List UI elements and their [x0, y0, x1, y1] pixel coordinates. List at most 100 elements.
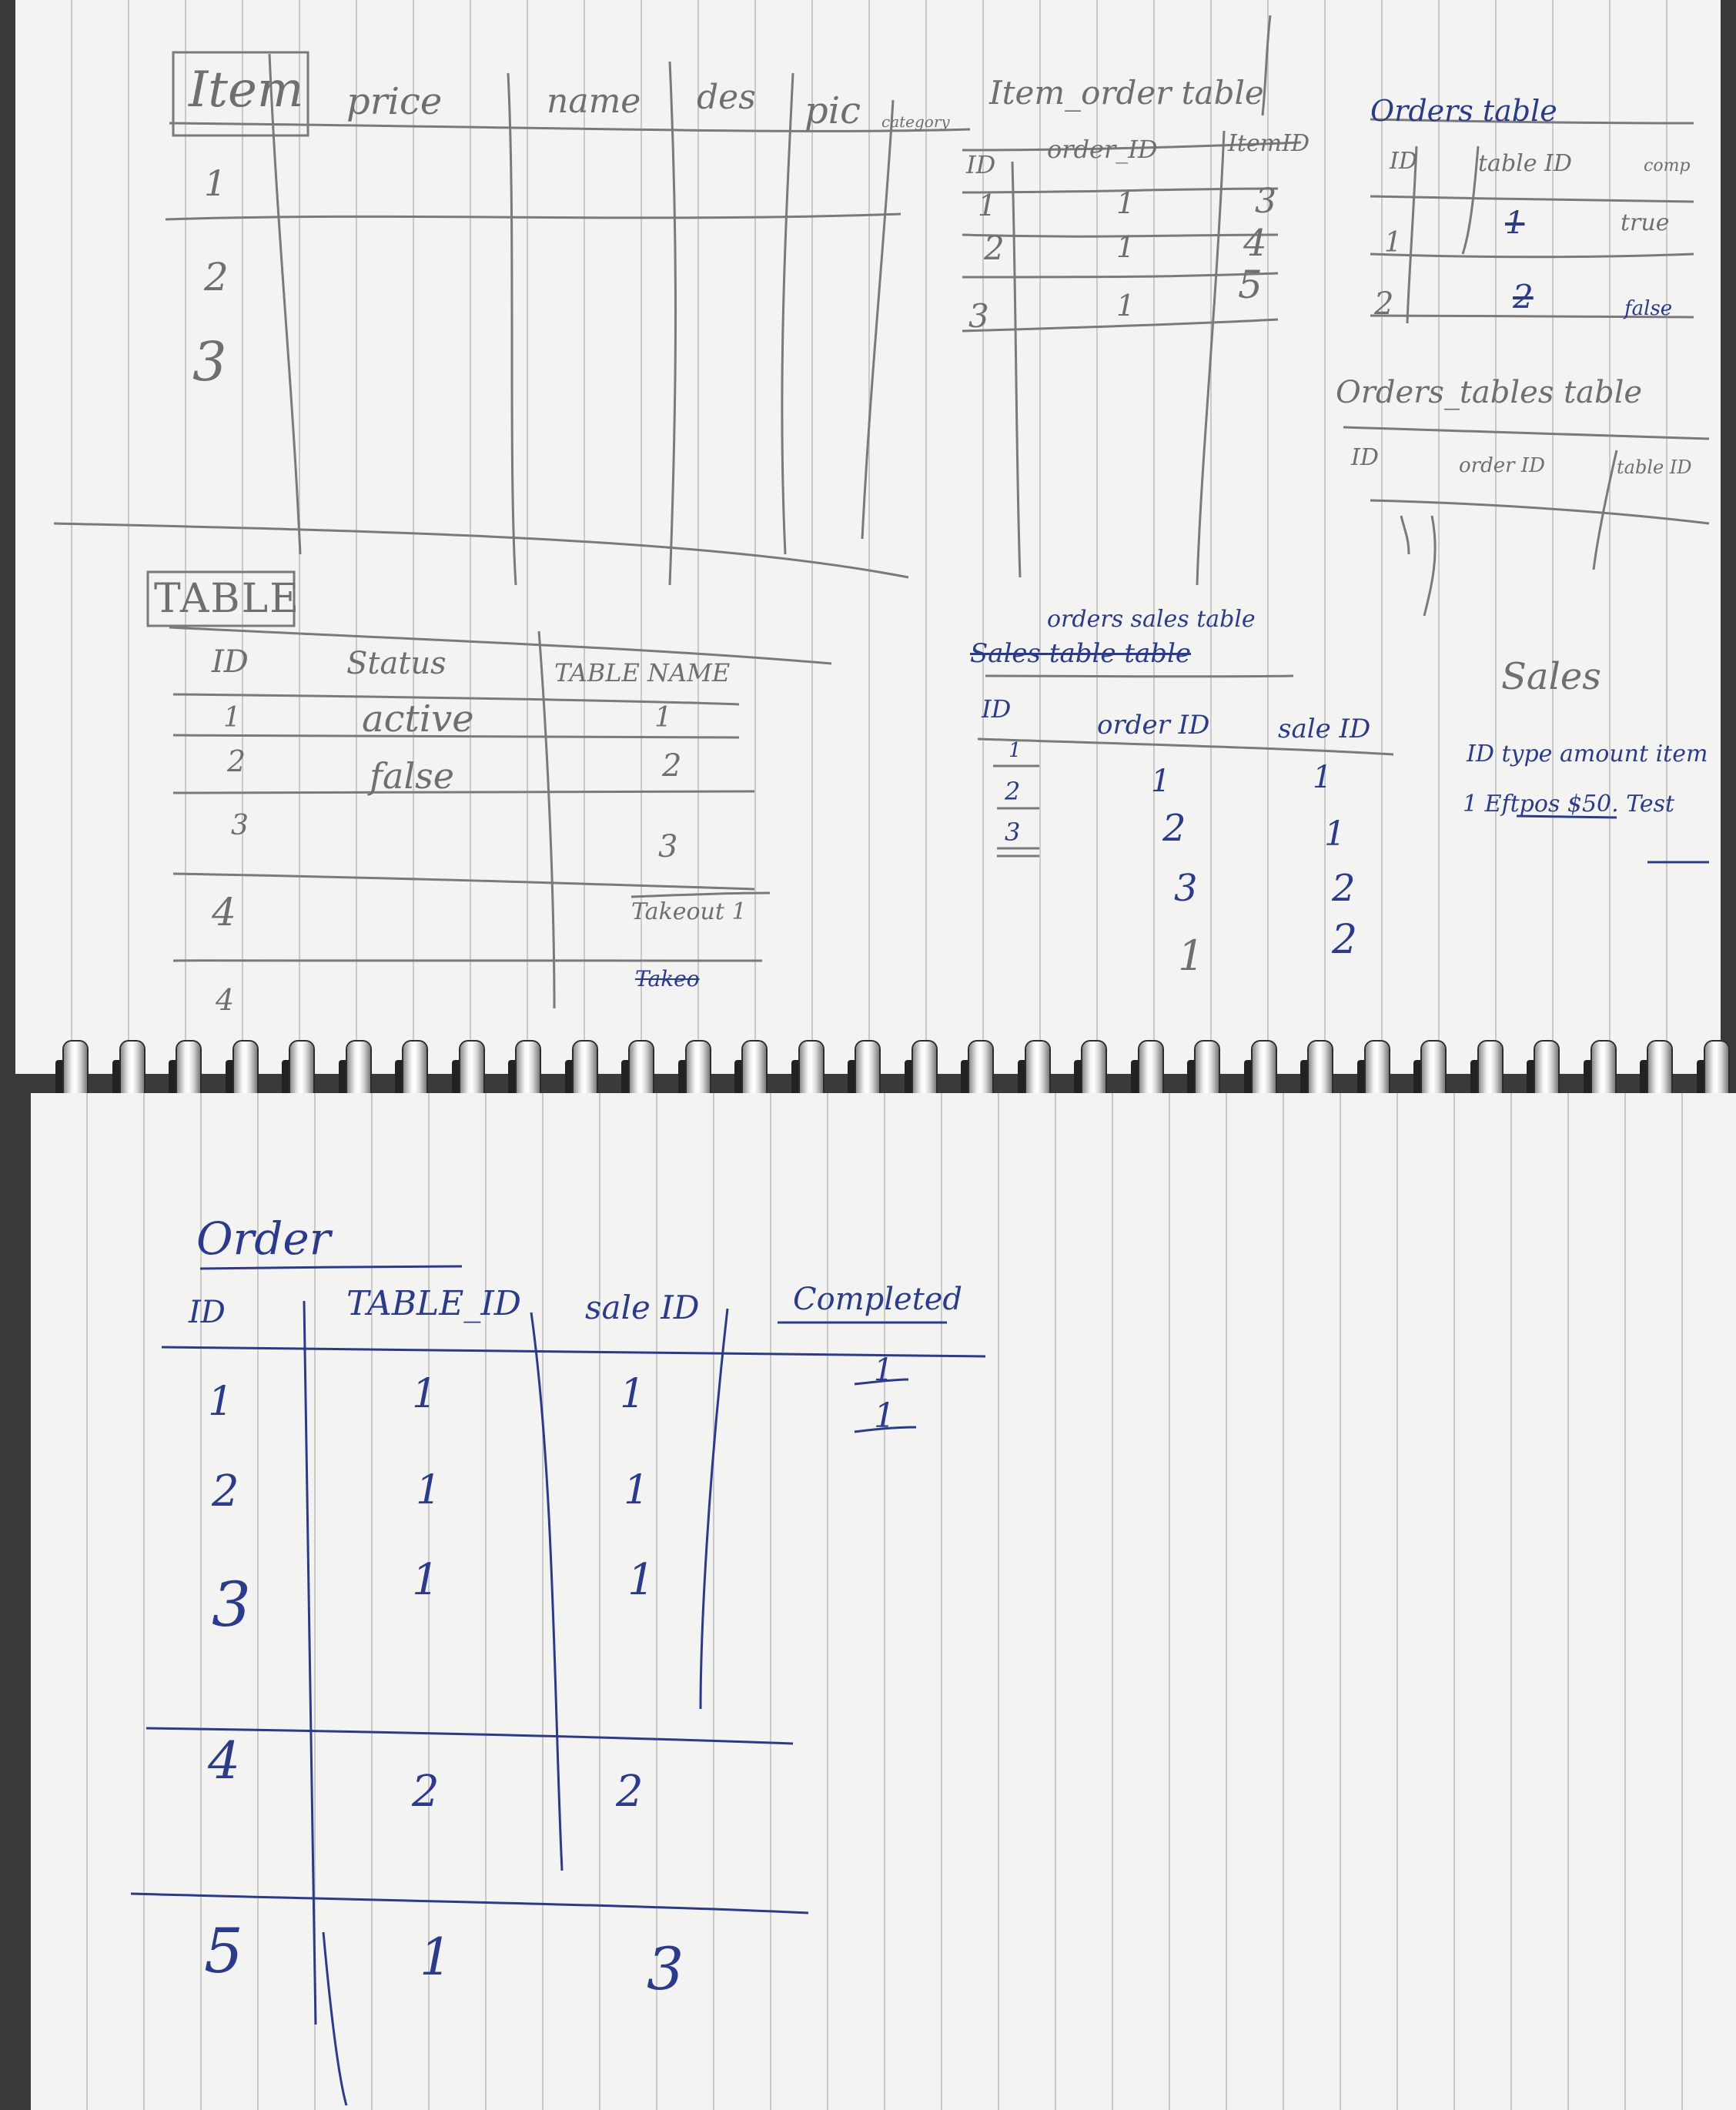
table-r3-id: 3 — [231, 810, 249, 841]
order-title: Order — [196, 1212, 331, 1265]
order-r2-id: 2 — [212, 1466, 239, 1516]
orders-sales-r3-order: 3 — [1174, 867, 1198, 910]
orders-sales-r1-sale: 1 — [1313, 760, 1333, 795]
item-order-title: Item_order table — [989, 74, 1264, 112]
io-header-line — [962, 141, 1302, 152]
order-r1-table: 1 — [412, 1371, 438, 1417]
item-header-item: Item — [189, 62, 304, 119]
io-r2-id: 2 — [984, 229, 1005, 267]
io-col-divider-1 — [1011, 161, 1022, 578]
notebook-page-top: Item price name des pic category 1 2 3 I… — [15, 0, 1721, 1074]
io-r1-id: 1 — [978, 189, 997, 222]
order-r1-id: 1 — [208, 1379, 234, 1425]
orders-tables-header-order-id: order ID — [1459, 454, 1545, 477]
orders-sales-extra-sale: 2 — [1332, 917, 1358, 963]
io-r3-order: 1 — [1116, 289, 1136, 323]
io-r2-order: 1 — [1116, 230, 1136, 264]
item-col-divider-4 — [781, 72, 794, 555]
orders-top-r2-comp: false — [1624, 297, 1673, 320]
table-header-table-name: TABLE NAME — [554, 658, 731, 687]
io-header-id: ID — [966, 150, 996, 179]
orders-sales-r2-id: 2 — [1005, 777, 1021, 806]
orders-top-r2-id: 2 — [1374, 286, 1394, 322]
order-r1-completed: 1 — [874, 1353, 894, 1388]
order-r5-sale: 3 — [647, 1934, 684, 2003]
io-r1-item: 3 — [1255, 182, 1276, 221]
table-r2-name: 2 — [662, 748, 682, 784]
sales-row: 1 Eftpos $50. Test — [1463, 791, 1675, 818]
orders-tables-header-table-id: table ID — [1617, 456, 1692, 478]
orders-sales-r2-sale: 1 — [1324, 814, 1346, 854]
order-title-underline — [199, 1265, 463, 1270]
sales-header: ID type amount item — [1467, 741, 1708, 767]
orders-tables-header-id: ID — [1351, 444, 1379, 471]
orders-top-header-table-id: table ID — [1478, 150, 1572, 177]
io-header-item-id: ItemID — [1228, 130, 1310, 157]
item-header-price: price — [346, 80, 443, 123]
orders-sales-r3-sale: 2 — [1332, 867, 1356, 910]
top-page-sketch-lines — [53, 15, 1710, 1009]
item-row-id-3: 3 — [192, 330, 227, 393]
orders-top-header-comp: comp — [1644, 156, 1691, 176]
order-col-divider-3 — [699, 1308, 729, 1710]
orders-sales-r3-id: 3 — [1005, 818, 1021, 847]
notebook-page-bottom: Order ID TABLE_ID sale ID Completed 1 1 … — [31, 1093, 1736, 2110]
table-r2-status: false — [370, 755, 454, 797]
item-row-id-2: 2 — [204, 255, 229, 299]
table-r1-status: active — [362, 697, 474, 741]
item-header-category: category — [881, 112, 950, 131]
order-r4-table: 2 — [412, 1767, 440, 1817]
orders-sales-r1-id: 1 — [1008, 739, 1022, 762]
item-box — [172, 51, 309, 137]
orders-sales-header-sale-id: sale ID — [1278, 714, 1371, 744]
orders-tables-title: Orders_tables table — [1336, 375, 1643, 410]
item-header-pic: pic — [804, 89, 861, 132]
io-r3-id: 3 — [968, 297, 989, 335]
bottom-page-sketch-lines — [130, 1265, 986, 2106]
orders-top-r2-table: 2 — [1513, 278, 1534, 316]
order-row-line-5 — [130, 1892, 809, 1914]
orders-top-title: Orders table — [1370, 94, 1557, 128]
orders-sales-extra-order: 1 — [1178, 931, 1205, 980]
orders-sales-struck-title: Sales table table — [970, 638, 1192, 669]
orders-sales-header-order-id: order ID — [1097, 710, 1210, 741]
orders-top-header-id: ID — [1390, 148, 1417, 175]
io-r2-item: 4 — [1243, 222, 1267, 265]
order-r3-table: 1 — [412, 1555, 440, 1605]
table-r2-id: 2 — [227, 744, 246, 778]
table-r1-id: 1 — [223, 702, 241, 734]
table-struck-takeo: Takeo — [635, 966, 700, 991]
item-header-des: des — [697, 78, 756, 117]
order-r4-sale: 2 — [616, 1767, 644, 1817]
order-header-id: ID — [189, 1295, 226, 1330]
order-header-completed: Completed — [793, 1282, 963, 1317]
io-header-order-id: order_ID — [1047, 135, 1158, 164]
io-r3-item: 5 — [1238, 262, 1263, 307]
order-header-underline — [161, 1346, 986, 1358]
order-header-sale-id: sale ID — [585, 1289, 700, 1326]
table-r4-name: Takeout 1 — [631, 898, 747, 925]
io-r1-order: 1 — [1116, 186, 1136, 220]
item-col-divider-2 — [507, 72, 517, 586]
order-completed-extra: 1 — [874, 1396, 895, 1436]
order-r4-id: 4 — [208, 1731, 240, 1791]
table-title: TABLE — [154, 576, 301, 622]
table-r1-name: 1 — [654, 702, 672, 734]
item-bottom-line — [53, 522, 909, 579]
order-col-divider-1 — [303, 1300, 317, 2025]
order-r2-sale: 1 — [624, 1467, 650, 1513]
orders-sales-header-id: ID — [982, 694, 1012, 724]
orders-sales-title: orders sales table — [1047, 606, 1256, 633]
item-row-id-1: 1 — [204, 162, 227, 204]
table-header-id: ID — [212, 644, 249, 680]
item-row-line — [165, 212, 901, 221]
table-r4-id: 4 — [212, 890, 236, 935]
order-col-extension — [322, 1931, 348, 2106]
orders-sales-r2-order: 2 — [1162, 807, 1186, 850]
order-r3-id: 3 — [212, 1569, 251, 1640]
table-header-status: Status — [346, 646, 447, 681]
order-header-table-id: TABLE_ID — [346, 1284, 522, 1323]
item-col-divider-3 — [668, 61, 677, 586]
order-col-divider-2 — [530, 1312, 564, 1871]
table-r5-id: 4 — [216, 983, 235, 1017]
